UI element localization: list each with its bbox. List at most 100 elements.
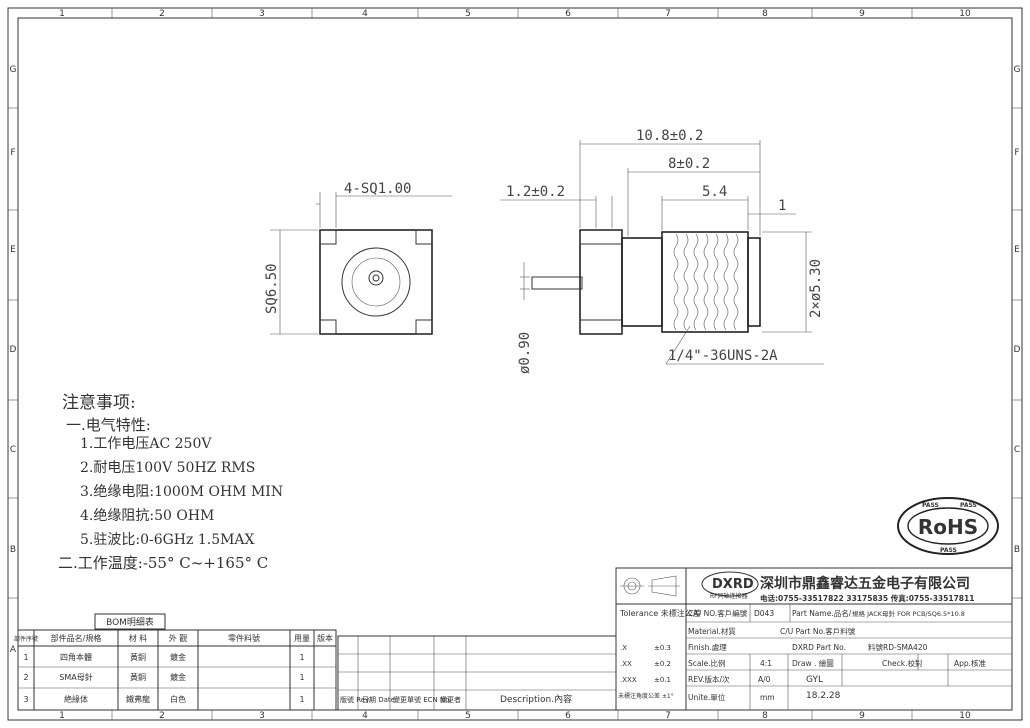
bom-cell: 鍍金	[170, 672, 186, 682]
rev-header: 版號 Rev.	[340, 695, 371, 704]
rev-header: Description.內容	[500, 693, 572, 705]
col-label-bottom: 8	[762, 711, 768, 721]
col-label-bottom: 1	[59, 711, 65, 721]
body-circle	[341, 247, 411, 317]
rohs-pass: PASS	[960, 502, 977, 509]
row-label-left: C	[10, 445, 16, 455]
revision-table: 版號 Rev. 日期 Date. 變更單號 ECN No. 變更者 Descri…	[337, 635, 617, 711]
insulator-circle	[351, 257, 401, 307]
row-label-right: C	[1014, 445, 1020, 455]
bom-header: 用量	[294, 634, 310, 643]
inner-border	[17, 17, 1013, 711]
field-label: Part Name.品名/	[792, 608, 852, 618]
bom-title: BOM明细表	[106, 616, 154, 628]
col-label-top: 2	[159, 9, 165, 19]
col-label-top: 3	[259, 9, 265, 19]
field-label: Check.校對	[882, 658, 923, 668]
logo-text: DXRD	[712, 577, 754, 592]
center-pin	[531, 276, 583, 290]
bom-cell: 四角本體	[60, 652, 92, 662]
bom-cell: 白色	[170, 694, 186, 704]
dim-flange: 1.2±0.2	[506, 184, 565, 200]
field-value: A/0	[758, 675, 771, 684]
bom-header: 外 觀	[169, 633, 188, 643]
col-label-bottom: 7	[665, 711, 671, 721]
bom-cell: 黃銅	[130, 652, 146, 662]
col-label-top: 10	[959, 9, 971, 19]
field-label: Unite.單位	[688, 692, 726, 702]
thread-spec: 1/4"-36UNS-2A	[668, 348, 778, 364]
field-label: C/U Part No.客戶料號	[780, 626, 856, 636]
front-view: 4-SQ1.00 SQ6.50	[264, 181, 452, 335]
dim-sq-pad: 4-SQ1.00	[344, 181, 411, 197]
tolerance-value: ±0.2	[654, 660, 671, 668]
field-value: GYL	[806, 675, 823, 685]
field-label: REV.版本/次	[688, 674, 730, 684]
field-label: Material.材質	[688, 626, 736, 636]
col-label-bottom: 10	[959, 711, 971, 721]
col-label-bottom: 9	[859, 711, 865, 721]
corner-pad	[319, 319, 337, 335]
side-flange	[579, 229, 623, 335]
bom-cell: 1	[23, 653, 28, 662]
note-item: 4.绝缘阻抗:50 OHM	[80, 508, 214, 524]
field-label: Scale.比例	[688, 658, 726, 668]
bom-cell: 1	[299, 653, 304, 662]
row-label-right: B	[1014, 545, 1020, 555]
field-value: 18.2.28	[806, 691, 841, 701]
field-label: DXRD Part No.	[792, 643, 846, 652]
logo-sub: RF同轴连接器	[710, 592, 748, 600]
tolerance-key: .XXX	[620, 676, 637, 684]
corner-pad	[319, 229, 337, 245]
field-label: Finish.處理	[688, 642, 727, 652]
col-label-top: 5	[465, 9, 471, 19]
company-logo	[701, 571, 759, 597]
bom-cell: 絶緣体	[64, 694, 88, 704]
bom-cell: SMA母針	[59, 672, 92, 682]
row-label-left: B	[10, 545, 16, 555]
tolerance-key: .X	[620, 644, 627, 652]
bom-header: 部件序號	[14, 635, 38, 643]
row-label-right: D	[1014, 345, 1021, 355]
row-label-left: E	[10, 245, 16, 255]
col-label-top: 7	[665, 9, 671, 19]
company-name: 深圳市鼎鑫睿达五金电子有限公司	[760, 575, 970, 592]
field-label: C/U NO.客戶編號	[688, 608, 748, 618]
col-label-bottom: 6	[565, 711, 571, 721]
row-ticks	[8, 107, 1022, 599]
bom-cell: 黃銅	[130, 672, 146, 682]
note-item: 2.耐电压100V 50HZ RMS	[80, 460, 255, 476]
field-label: Draw . 繪圖	[792, 658, 834, 668]
dim-total-length: 10.8±0.2	[636, 128, 703, 144]
col-label-top: 1	[59, 9, 65, 19]
bom-cell: 1	[299, 695, 304, 704]
rohs-pass: PASS	[922, 502, 939, 509]
note-item: 二.工作温度:-55° C~+165° C	[58, 554, 268, 572]
dim-thread-length: 8±0.2	[668, 156, 710, 172]
tolerance-key: .XX	[620, 660, 632, 668]
field-value: 料號RD-SMA420	[868, 642, 928, 652]
notes-title: 注意事项:	[62, 393, 136, 413]
pin-circle	[368, 270, 384, 286]
rev-header: 變更單號 ECN No.	[393, 695, 452, 704]
row-label-right: F	[1014, 148, 1019, 158]
field-label: App.核准	[954, 658, 987, 668]
dim-shank: 5.4	[702, 184, 727, 200]
col-label-bottom: 3	[259, 711, 265, 721]
rev-header: 日期 Date.	[362, 696, 397, 704]
tolerance-value: ±0.1	[654, 676, 671, 684]
notes: 注意事项: 一.电气特性: 1.工作电压AC 250V 2.耐电压100V 50…	[58, 393, 283, 572]
rohs-seal: RoHS PASS PASS PASS	[897, 497, 999, 555]
row-label-left: G	[10, 65, 17, 75]
tolerance-value: ±0.3	[654, 644, 671, 652]
outer-border	[7, 7, 1023, 721]
column-ticks	[111, 8, 913, 720]
side-view: 10.8±0.2 8±0.2 5.4 1.2±0.2 1 2×ø5.30 ø0.…	[500, 128, 824, 374]
bom-cell: 3	[23, 695, 28, 704]
dim-edge: 1	[778, 198, 786, 214]
tolerance-label: Tolerance 未標注公差	[619, 608, 701, 618]
row-label-right: E	[1014, 245, 1020, 255]
bom-cell: 1	[299, 673, 304, 682]
col-label-bottom: 4	[362, 711, 368, 721]
